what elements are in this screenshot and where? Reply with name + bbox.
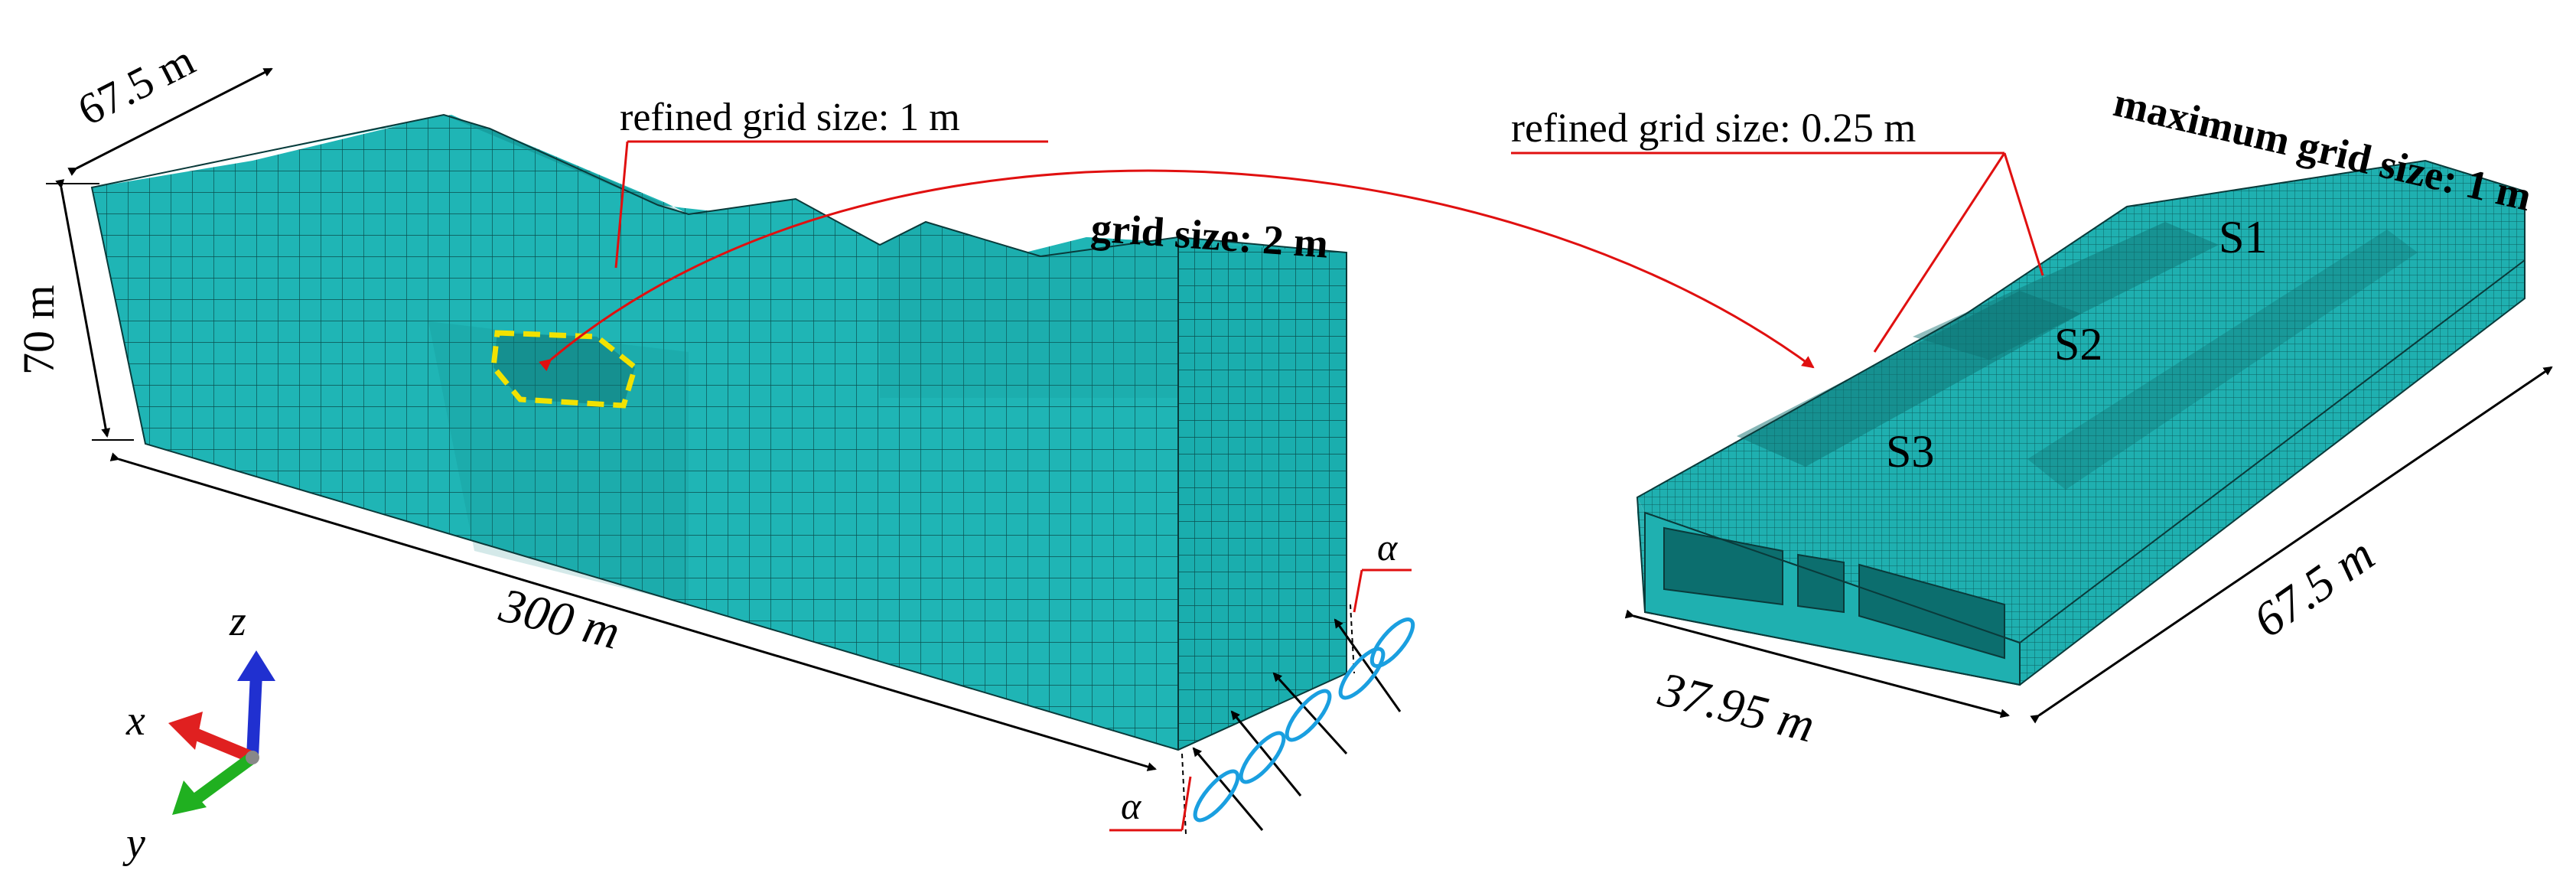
tunnel-model: S1 S2 S3 (1636, 159, 2526, 686)
dim-left-height-label: 70 m (14, 285, 64, 375)
alpha-top-label: α (1377, 526, 1399, 569)
callout-refined-left-label: refined grid size: 1 m (620, 96, 960, 139)
zoom-pointer (539, 169, 1815, 372)
alpha-bottom-label: α (1121, 784, 1142, 827)
section-label-s2: S2 (2054, 319, 2102, 370)
section-label-s1: S1 (2219, 212, 2267, 262)
coordinate-axes: z x y (122, 598, 275, 867)
dim-right-width-label: 37.95 m (1653, 661, 1820, 752)
axis-y-label: y (122, 819, 145, 867)
seismic-input: α α (1109, 526, 1415, 835)
callout-refined-right: refined grid size: 0.25 m (1511, 105, 2044, 353)
callout-refined-left: refined grid size: 1 m (614, 96, 1048, 269)
dim-right-length-label: 67.5 m (2243, 526, 2383, 647)
dim-left-length-label: 300 m (494, 577, 626, 659)
wave-arrow (1192, 618, 1402, 831)
dim-left-height: 70 m (14, 179, 134, 441)
callout-refined-right-label: refined grid size: 0.25 m (1511, 105, 1916, 151)
left-model-end-face (1178, 237, 1347, 750)
dim-left-width: 67.5 m (67, 35, 273, 176)
section-label-s3: S3 (1886, 426, 1934, 477)
wave-curves (1193, 617, 1415, 823)
dim-left-width-label: 67.5 m (70, 35, 202, 135)
axis-z-label: z (229, 598, 246, 645)
axis-x-label: x (125, 697, 145, 744)
